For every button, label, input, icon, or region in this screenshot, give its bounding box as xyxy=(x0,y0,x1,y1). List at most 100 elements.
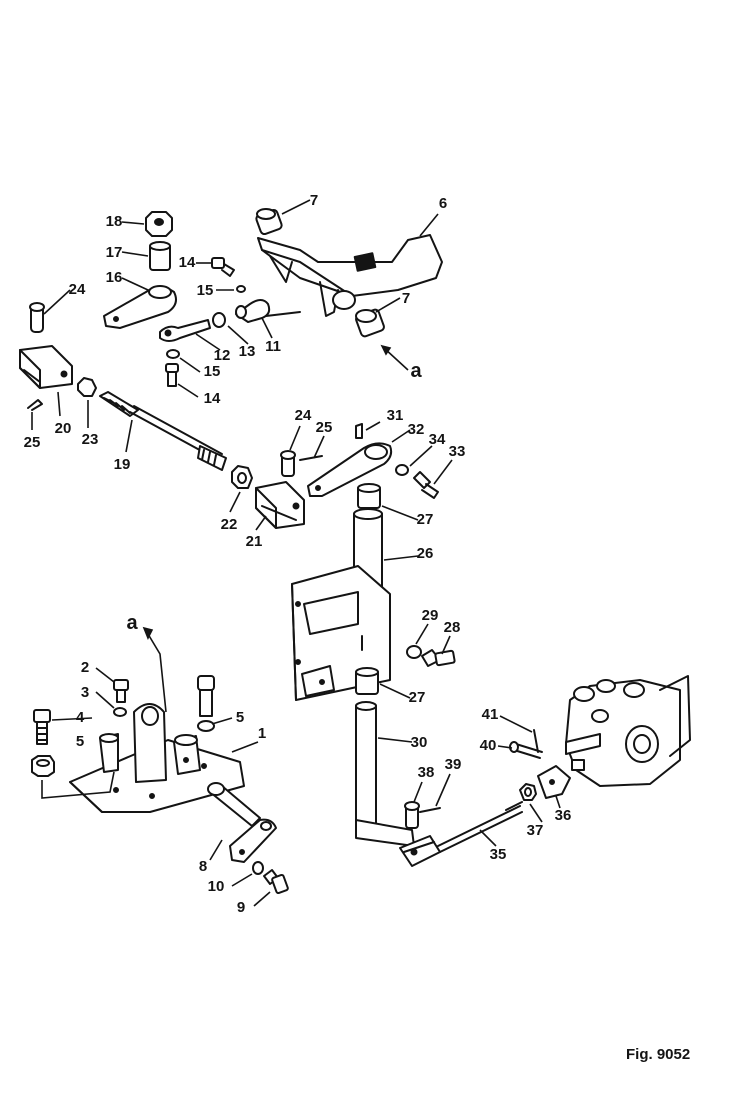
nut-5-left xyxy=(31,755,55,777)
callout-p11: 11 xyxy=(265,338,281,355)
cotter-pin-39 xyxy=(419,807,441,813)
bolt-2 xyxy=(113,679,129,703)
lever-32 xyxy=(307,442,393,497)
pin-24-middle xyxy=(280,450,296,477)
callout-p41: 41 xyxy=(482,706,499,723)
figure-label: Fig. 9052 xyxy=(626,1046,691,1063)
nut-18 xyxy=(145,211,173,237)
callout-p5a: 5 xyxy=(76,733,84,750)
callout-p12: 12 xyxy=(214,347,231,364)
callout-p18: 18 xyxy=(106,213,123,230)
callout-p15b: 15 xyxy=(204,363,221,380)
bushing-27-bottom xyxy=(355,667,379,695)
callout-p37: 37 xyxy=(527,822,544,839)
callout-p24b: 24 xyxy=(295,407,312,424)
callout-p7b: 7 xyxy=(402,290,410,307)
callout-p2: 2 xyxy=(81,659,89,676)
clevis-36 xyxy=(537,765,571,799)
rod-end-11 xyxy=(235,299,301,323)
callout-p25a: 25 xyxy=(24,434,41,451)
clevis-rod-35 xyxy=(399,801,523,867)
nut-13 xyxy=(212,312,226,328)
washer-3 xyxy=(113,707,127,717)
callout-p20: 20 xyxy=(55,420,72,437)
callout-pa1: a xyxy=(410,360,422,382)
washer-34 xyxy=(395,464,409,476)
nut-22 xyxy=(231,465,253,489)
bolt-14-top xyxy=(211,257,235,277)
callout-p33: 33 xyxy=(449,443,466,460)
callout-p24a: 24 xyxy=(69,281,86,298)
callout-p9: 9 xyxy=(237,899,245,916)
callout-p14b: 14 xyxy=(204,390,221,407)
callout-p30: 30 xyxy=(411,734,428,751)
washer-15-top xyxy=(236,285,246,293)
washer-10 xyxy=(252,861,264,875)
callout-p16: 16 xyxy=(106,269,123,286)
bolt-5-right xyxy=(197,675,215,732)
washer-29 xyxy=(406,645,422,659)
nut-37 xyxy=(519,783,537,801)
callout-p34: 34 xyxy=(429,431,446,448)
callout-p28: 28 xyxy=(444,619,461,636)
callout-p19: 19 xyxy=(114,456,131,473)
lever-8 xyxy=(207,782,277,863)
washer-15-bottom xyxy=(166,349,180,359)
callout-p36: 36 xyxy=(555,807,572,824)
callout-p1: 1 xyxy=(258,725,266,742)
callout-p4: 4 xyxy=(76,709,85,726)
bracket-1 xyxy=(69,703,245,813)
bolt-28 xyxy=(421,649,456,667)
bolt-33 xyxy=(413,471,439,499)
callout-p40: 40 xyxy=(480,737,497,754)
cotter-pin-25-middle xyxy=(299,455,323,461)
shaft-30 xyxy=(355,701,415,847)
callout-p27b: 27 xyxy=(409,689,426,706)
clevis-21 xyxy=(255,481,305,529)
callout-p23: 23 xyxy=(82,431,99,448)
callout-pa2: a xyxy=(126,612,138,634)
bolt-9 xyxy=(263,869,289,895)
callout-p13: 13 xyxy=(239,343,256,360)
callout-p21: 21 xyxy=(246,533,263,550)
rod-end-12 xyxy=(159,319,211,342)
pin-41 xyxy=(533,729,539,753)
callout-p14a: 14 xyxy=(179,254,196,271)
callout-p22: 22 xyxy=(221,516,238,533)
pin-24-left xyxy=(29,302,45,333)
lever-16 xyxy=(103,285,177,329)
key-31 xyxy=(355,423,363,439)
callout-p29: 29 xyxy=(422,607,439,624)
bushing-7-bottom xyxy=(355,308,385,338)
callout-p10: 10 xyxy=(208,878,225,895)
callout-p38: 38 xyxy=(418,764,435,781)
rod-19 xyxy=(99,391,227,471)
control-valve xyxy=(565,675,691,787)
clevis-20 xyxy=(19,345,73,389)
callout-p26: 26 xyxy=(417,545,434,562)
bushing-7-top xyxy=(255,208,283,236)
cotter-pin-25-left xyxy=(27,399,43,411)
callout-p8: 8 xyxy=(199,858,207,875)
sleeve-17 xyxy=(149,241,171,271)
callout-p5b: 5 xyxy=(236,709,244,726)
pin-38 xyxy=(404,801,420,829)
leader-lines xyxy=(31,199,561,907)
callout-p39: 39 xyxy=(445,756,462,773)
callout-p25b: 25 xyxy=(316,419,333,436)
callout-p27a: 27 xyxy=(417,511,434,528)
callout-p31: 31 xyxy=(387,407,404,424)
bolt-14-bottom xyxy=(165,363,179,387)
shaft-26-bracket xyxy=(291,508,391,701)
callout-p7a: 7 xyxy=(310,192,318,209)
callout-p17: 17 xyxy=(106,244,123,261)
callout-p15a: 15 xyxy=(197,282,214,299)
callout-p32: 32 xyxy=(408,421,425,438)
pedal-boss xyxy=(332,290,356,310)
callout-p35: 35 xyxy=(490,846,507,863)
callout-p6: 6 xyxy=(439,195,447,212)
bushing-27-top xyxy=(357,483,381,509)
